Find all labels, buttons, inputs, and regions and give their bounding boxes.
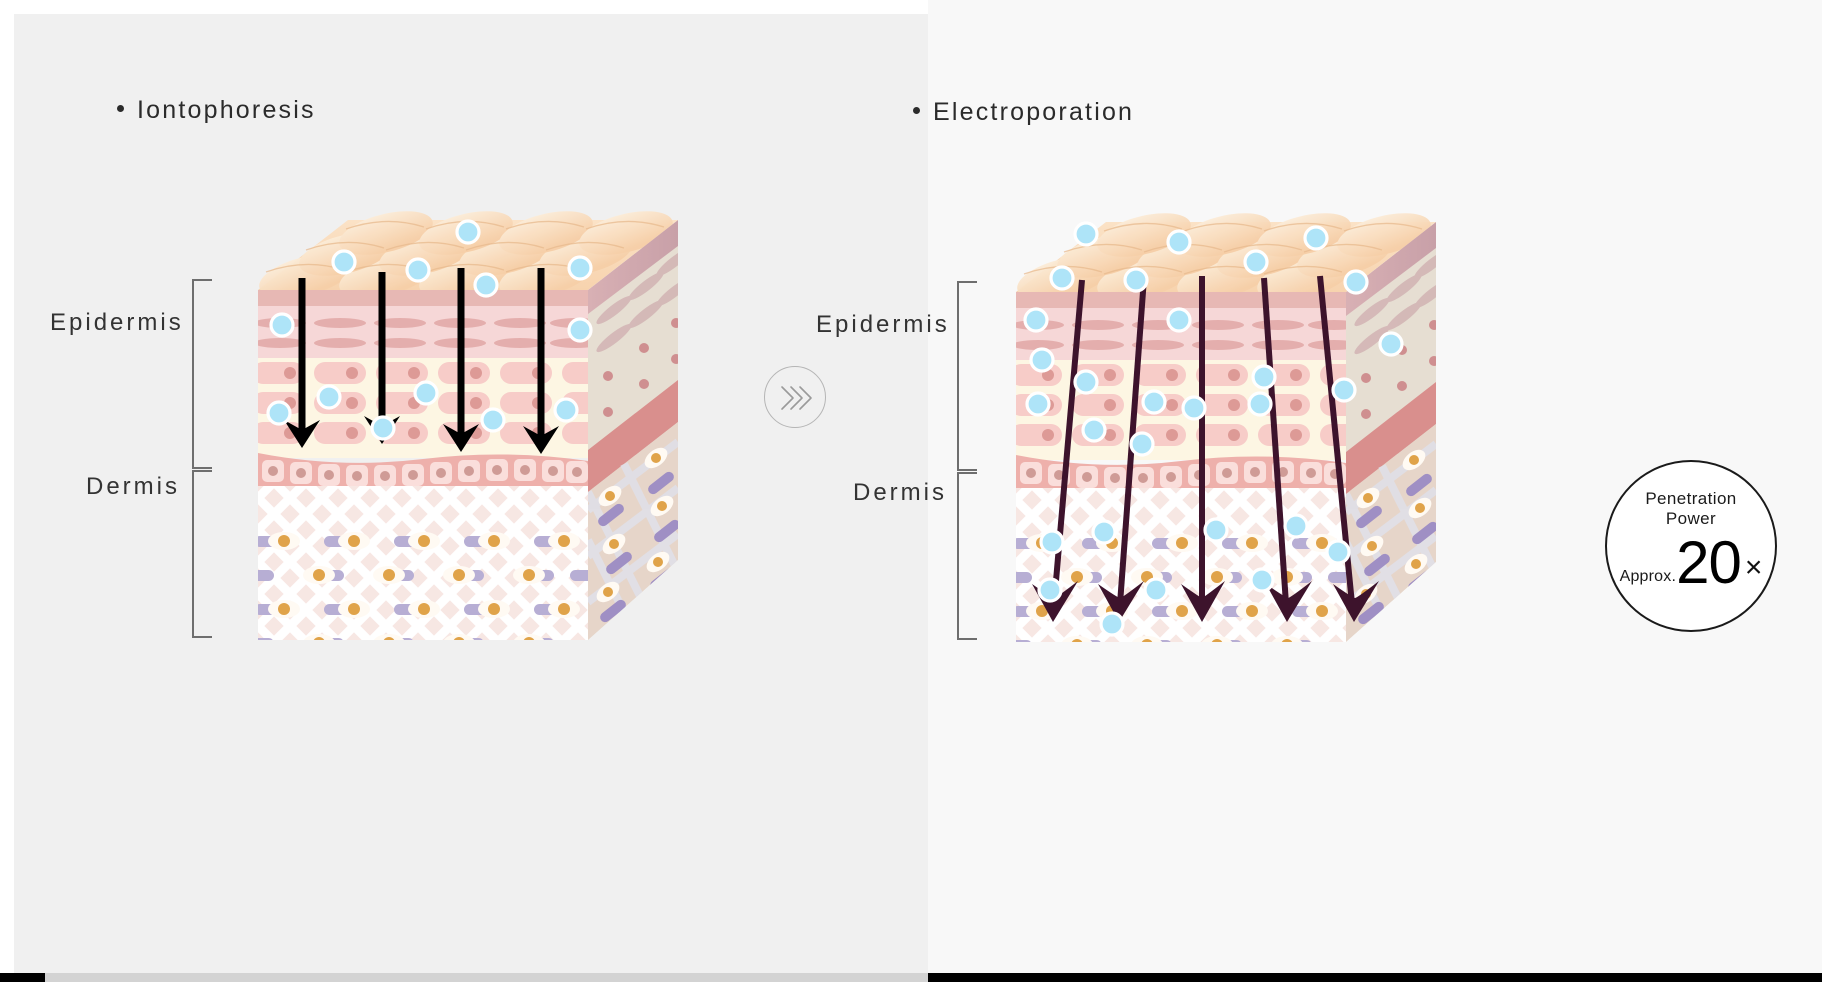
bullet-icon [913,106,920,114]
heading-electroporation: Electroporation [913,98,1134,127]
badge-title-line2: Power [1665,508,1717,528]
particles-left [266,219,593,441]
bracket-epidermis-left [192,279,212,469]
bracket-dermis-left [192,470,212,638]
particles-right [1023,221,1404,637]
iontophoresis-arrows [298,268,545,438]
bracket-dermis-right [957,472,977,640]
transition-chevron-circle [764,366,826,428]
skin-block-iontophoresis [258,210,678,640]
badge-value: 20 [1676,529,1742,597]
scrollbar-track-right[interactable] [928,973,1822,982]
skin-block-electroporation [1016,212,1436,642]
penetration-power-badge: Penetration Power Approx. 20 × [1605,460,1777,632]
heading-iontophoresis: Iontophoresis [117,96,316,125]
bracket-epidermis-right [957,281,977,471]
badge-title: Penetration Power [1645,489,1736,528]
label-dermis-left: Dermis [86,473,180,500]
heading-iontophoresis-label: Iontophoresis [137,96,316,124]
label-epidermis-left: Epidermis [50,309,184,336]
label-epidermis-right: Epidermis [816,311,950,338]
badge-value-row: Approx. 20 × [1619,529,1763,597]
scrollbar-thumb[interactable] [0,973,45,982]
badge-unit: × [1744,551,1763,585]
label-dermis-right: Dermis [853,479,947,506]
heading-electroporation-label: Electroporation [933,98,1135,126]
triple-chevron-right-icon [781,386,812,410]
badge-title-line1: Penetration [1645,489,1737,508]
badge-approx-label: Approx. [1619,568,1677,586]
bullet-icon [117,104,124,112]
scrollbar-track-left[interactable] [14,973,928,982]
